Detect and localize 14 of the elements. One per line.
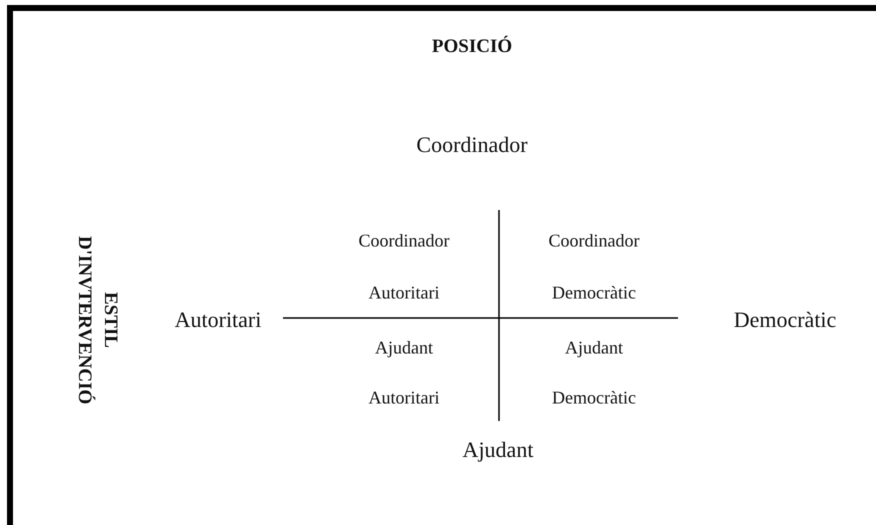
quadrant-label: Democràtic	[552, 388, 636, 408]
quadrant-label: Coordinador	[358, 230, 450, 252]
quadrant-label: Autoritari	[368, 388, 440, 408]
axis-label: Democràtic	[734, 307, 836, 333]
axis-label: Autoritari	[174, 307, 262, 333]
axis-label: Ajudant	[462, 437, 534, 463]
quadrant-label: Autoritari	[368, 282, 440, 304]
quadrant-label: Ajudant	[565, 338, 623, 358]
axis-label: Coordinador	[416, 132, 528, 158]
quadrant-label: Ajudant	[375, 338, 433, 358]
axis-title: ESTIL D'INVTERVENCIÓ	[73, 234, 122, 406]
axis-title: POSICIÓ	[432, 36, 512, 58]
quadrant-label: Democràtic	[552, 282, 636, 304]
quadrant-label: Coordinador	[548, 230, 640, 252]
